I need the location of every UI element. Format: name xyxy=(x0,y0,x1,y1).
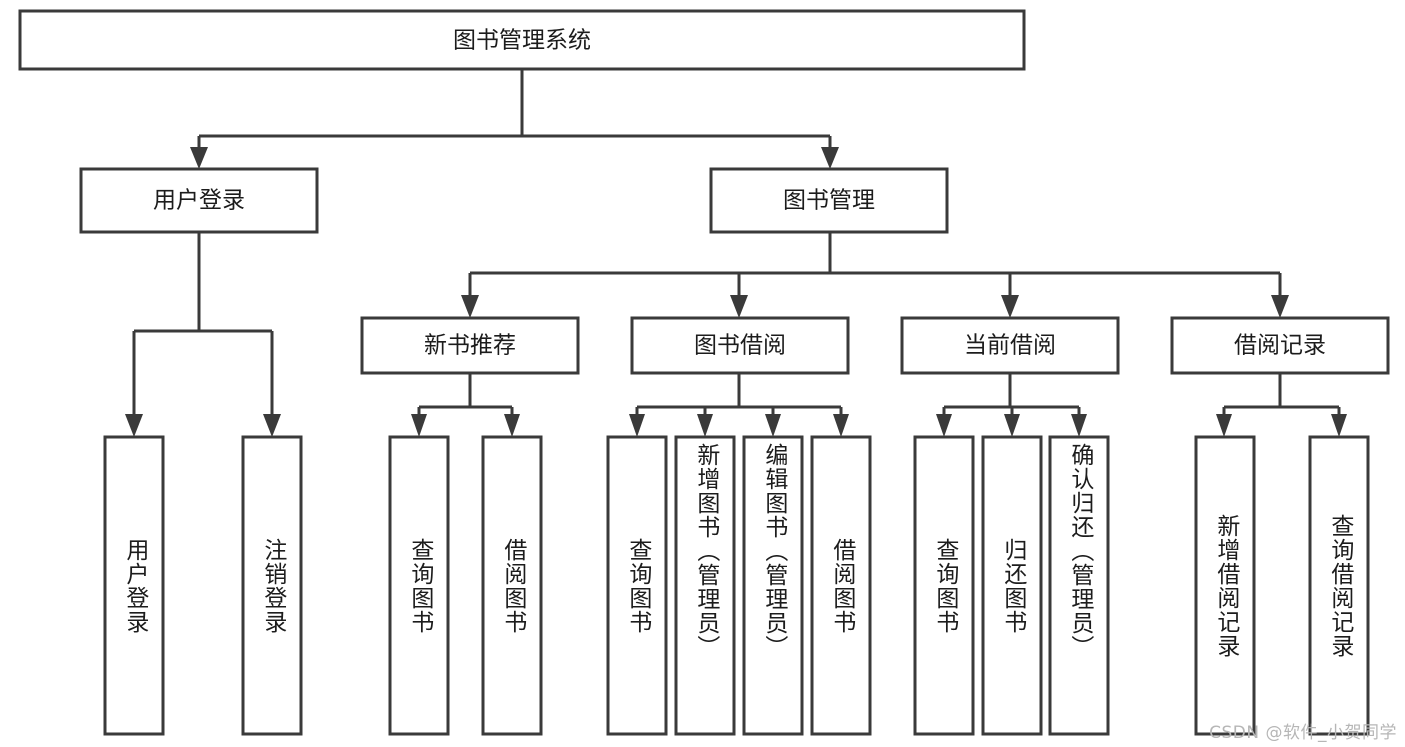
arrow-to-user-login xyxy=(190,147,208,169)
node-leaf-add-book[interactable] xyxy=(674,435,736,736)
arrow-to-book-manage xyxy=(821,147,839,169)
node-root-label: 图书管理系统 xyxy=(453,28,591,54)
node-new-book-recommend[interactable] xyxy=(360,316,580,375)
node-leaf-user-logout[interactable] xyxy=(241,435,303,736)
node-leaf-query-book-3[interactable] xyxy=(913,435,975,736)
arrow-to-leaf-query-book-1 xyxy=(411,414,427,437)
arrow-to-leaf-return-book xyxy=(1004,414,1020,437)
arrow-to-leaf-user-login xyxy=(125,414,143,437)
arrow-to-leaf-borrow-book-2 xyxy=(833,414,849,437)
node-book-manage-label: 图书管理 xyxy=(783,188,875,214)
watermark-label: CSDN @软件_小贺同学 xyxy=(1209,723,1397,743)
node-user-login[interactable] xyxy=(79,167,319,234)
arrow-to-leaf-confirm-return xyxy=(1071,414,1087,437)
arrow-to-leaf-borrow-book-1 xyxy=(504,414,520,437)
node-leaf-query-book-2[interactable] xyxy=(606,435,668,736)
arrow-to-leaf-query-record xyxy=(1331,414,1347,437)
node-leaf-add-record[interactable] xyxy=(1194,435,1256,736)
arrow-to-book-borrow xyxy=(730,295,748,318)
arrow-to-current-borrow xyxy=(1001,295,1019,318)
node-borrow-record[interactable] xyxy=(1170,316,1390,375)
node-new-book-recommend-label: 新书推荐 xyxy=(424,333,516,359)
node-root[interactable] xyxy=(18,9,1026,71)
node-leaf-query-book-1[interactable] xyxy=(388,435,450,736)
arrow-to-borrow-record xyxy=(1271,295,1289,318)
node-leaf-borrow-book-1[interactable] xyxy=(481,435,543,736)
node-borrow-record-label: 借阅记录 xyxy=(1234,333,1326,359)
node-leaf-return-book[interactable] xyxy=(981,435,1043,736)
arrow-to-new-book-recommend xyxy=(461,295,479,318)
nodes-layer: 图书管理系统 用户登录 图书管理 新书推荐 图书借阅 当前借阅 借阅记录 xyxy=(18,9,1390,736)
arrow-to-leaf-add-book xyxy=(697,414,713,437)
arrow-to-leaf-user-logout xyxy=(263,414,281,437)
node-current-borrow-label: 当前借阅 xyxy=(964,333,1056,359)
node-book-borrow[interactable] xyxy=(630,316,850,375)
node-book-borrow-label: 图书借阅 xyxy=(694,333,786,359)
arrow-to-leaf-edit-book xyxy=(765,414,781,437)
node-leaf-confirm-return[interactable] xyxy=(1048,435,1110,736)
arrow-to-leaf-query-book-3 xyxy=(936,414,952,437)
node-leaf-user-login[interactable] xyxy=(103,435,165,736)
arrow-to-leaf-add-record xyxy=(1216,414,1232,437)
node-book-manage[interactable] xyxy=(709,167,949,234)
node-leaf-query-record[interactable] xyxy=(1308,435,1370,736)
node-user-login-label: 用户登录 xyxy=(153,188,245,214)
node-leaf-borrow-book-2[interactable] xyxy=(810,435,872,736)
connectors-layer xyxy=(125,69,1347,437)
node-leaf-edit-book[interactable] xyxy=(742,435,804,736)
node-current-borrow[interactable] xyxy=(900,316,1120,375)
arrow-to-leaf-query-book-2 xyxy=(629,414,645,437)
